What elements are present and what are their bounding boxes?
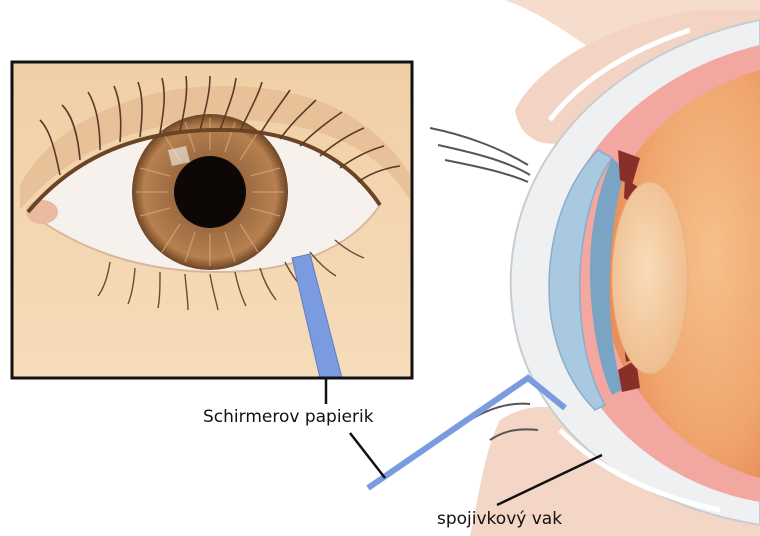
eye-closeup (12, 62, 412, 378)
eye-cross-section (430, 0, 760, 536)
caruncle (26, 200, 58, 224)
label-conjunctival-sac: spojivkový vak (437, 511, 562, 528)
leader-schirmer-down (350, 433, 385, 478)
upper-eyelash-lines (430, 128, 530, 182)
pupil (174, 156, 246, 228)
label-schirmer-paper: Schirmerov papierik (203, 409, 374, 426)
lens (612, 182, 688, 374)
